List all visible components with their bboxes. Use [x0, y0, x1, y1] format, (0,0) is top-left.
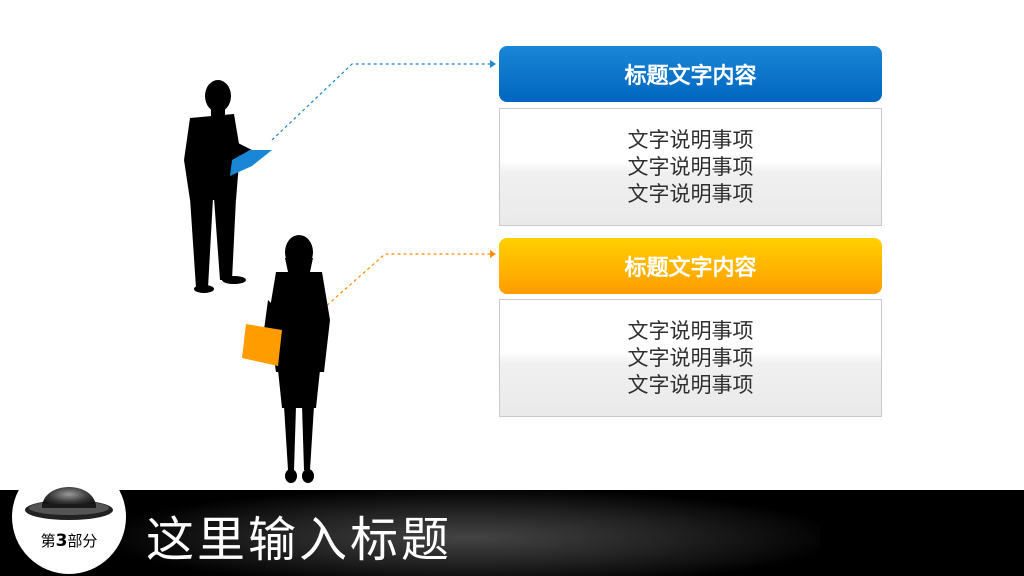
box-1-title: 标题文字内容 — [499, 46, 882, 102]
arrow-orange-icon — [490, 250, 496, 258]
section-prefix: 第 — [40, 532, 56, 550]
box-2-line: 文字说明事项 — [627, 345, 754, 370]
section-number: 3 — [55, 531, 68, 551]
businesswoman-icon — [262, 235, 330, 483]
footer-glow — [120, 490, 820, 576]
footer-bar — [0, 490, 1024, 576]
section-suffix: 部分 — [67, 532, 98, 550]
bowler-hat-icon — [25, 487, 113, 520]
section-badge: 第3部分 — [12, 460, 126, 574]
box-2-title: 标题文字内容 — [499, 238, 882, 294]
box-1-body: 文字说明事项 文字说明事项 文字说明事项 — [499, 108, 882, 226]
box-1-line: 文字说明事项 — [627, 181, 754, 206]
footer-title: 这里输入标题 — [146, 512, 453, 568]
tablet-blue-icon — [230, 150, 272, 176]
box-1-line: 文字说明事项 — [627, 127, 754, 152]
box-2-body: 文字说明事项 文字说明事项 文字说明事项 — [499, 299, 882, 417]
businessman-icon — [184, 80, 256, 293]
box-2-line: 文字说明事项 — [627, 318, 754, 343]
folder-orange-icon — [242, 324, 282, 366]
arrow-blue-icon — [490, 60, 496, 68]
box-2-line: 文字说明事项 — [627, 372, 754, 397]
section-label: 第3部分 — [12, 530, 126, 551]
connector-blue — [271, 63, 490, 141]
box-1-line: 文字说明事项 — [627, 154, 754, 179]
